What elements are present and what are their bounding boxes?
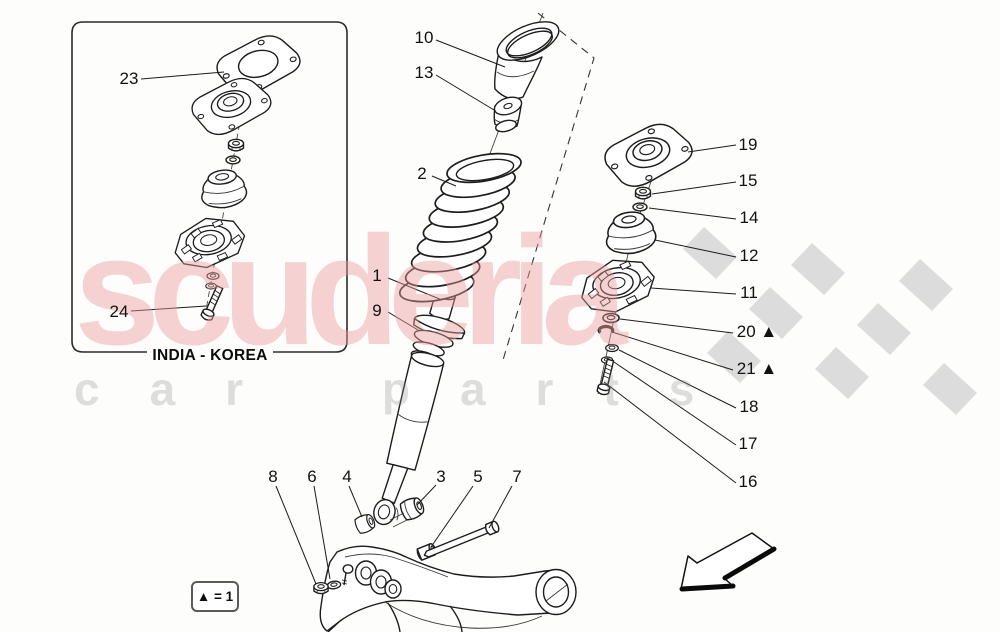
dust-cover-drawing: [494, 21, 560, 100]
bump-stop-drawing: [493, 96, 523, 133]
shock-body-drawing: [373, 351, 445, 526]
nut-drawing: [227, 138, 245, 152]
inset-box-border: [71, 21, 348, 353]
control-arm-drawing: [319, 545, 577, 632]
callout-12: 12: [739, 246, 759, 265]
bushing-drawing: [354, 514, 376, 534]
callout-17: 17: [738, 434, 758, 453]
callout-2: 2: [417, 164, 427, 183]
callout-7: 7: [512, 467, 522, 486]
legend-label: ▲ = 1: [196, 589, 234, 604]
washer-drawing: [225, 155, 241, 165]
dashed-reference-line: [502, 12, 595, 361]
callout-18: 18: [739, 397, 759, 416]
callout-20: 20 ▲: [736, 322, 778, 341]
callout-14: 14: [739, 208, 759, 227]
checkered-flag-graphic: [683, 227, 977, 415]
nut-drawing: [313, 581, 329, 595]
washer-drawing: [632, 202, 648, 212]
callout-9: 9: [372, 301, 382, 320]
callout-19: 19: [738, 135, 758, 154]
upper-mount-plate-drawing: [599, 116, 699, 193]
main-mount-stack: [574, 116, 699, 397]
callout-3: 3: [436, 467, 446, 486]
watermark-brand-text: scuderia: [74, 204, 628, 377]
callout-10: 10: [414, 28, 434, 47]
callout-1: 1: [372, 266, 382, 285]
callout-5: 5: [473, 467, 483, 486]
callout-4: 4: [342, 467, 352, 486]
inset-box-label: INDIA - KOREA: [152, 347, 268, 364]
direction-arrow-graphic: [679, 532, 777, 592]
snap-ring-drawing: [597, 324, 615, 334]
leader-lines: [130, 39, 737, 585]
watermark-subtitle-text: car parts: [74, 363, 745, 415]
callout-24: 24: [109, 302, 129, 321]
coil-spring-drawing: [398, 152, 522, 303]
callout-13: 13: [414, 63, 434, 82]
inset-parts-stack: [169, 28, 306, 323]
callout-6: 6: [307, 467, 317, 486]
callout-8: 8: [268, 467, 278, 486]
callout-21: 21 ▲: [736, 359, 778, 378]
nut-drawing: [634, 186, 652, 200]
callout-15: 15: [738, 171, 758, 190]
ball-stud-drawing: [342, 564, 354, 574]
callout-16: 16: [738, 472, 758, 491]
callout-11: 11: [740, 283, 758, 302]
long-bolt-drawing: [423, 520, 500, 558]
legend-box: ▲ = 1: [191, 581, 239, 612]
callout-23: 23: [119, 69, 139, 88]
